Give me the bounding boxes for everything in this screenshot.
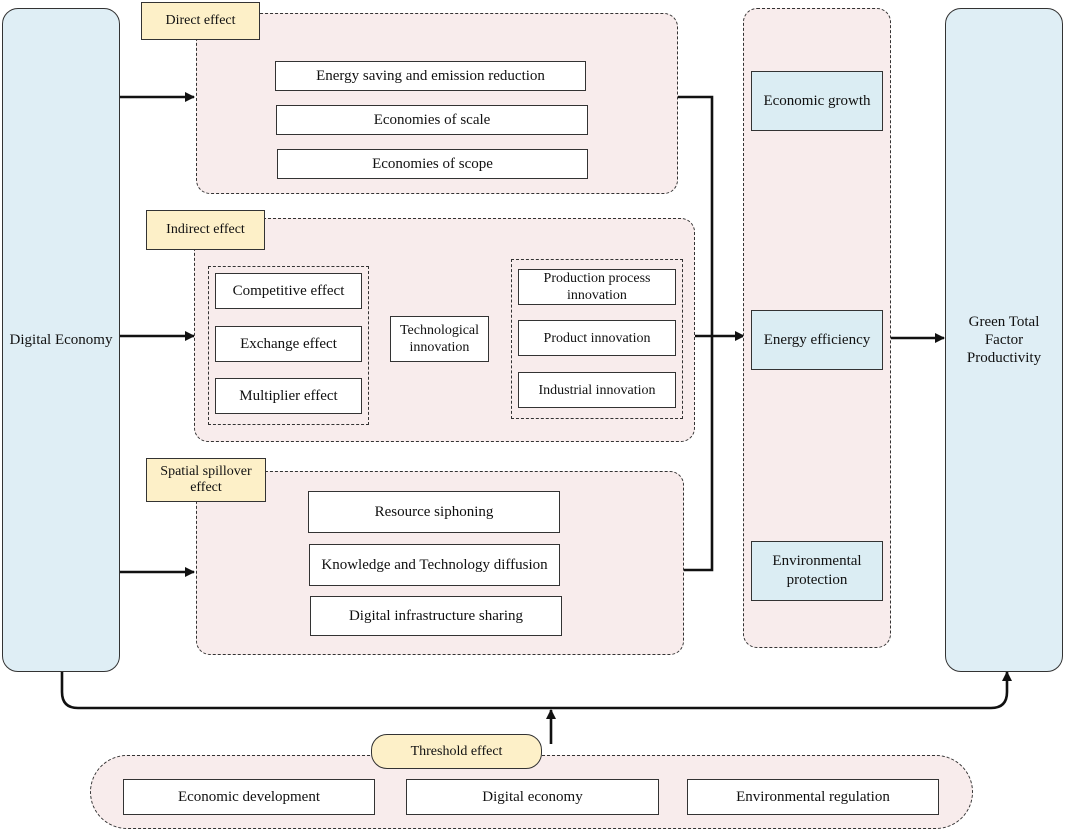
innovation-item-label: Product innovation: [543, 330, 651, 346]
outcome-box: Environmental protection: [751, 541, 883, 601]
technological-innovation-box: Technological innovation: [390, 316, 489, 362]
direct-item: Energy saving and emission reduction: [275, 61, 586, 91]
direct-effect-tag-label: Direct effect: [165, 13, 236, 28]
direct-item: Economies of scope: [277, 149, 588, 179]
indirect-effect-item: Exchange effect: [215, 326, 362, 362]
spatial-item: Resource siphoning: [308, 491, 560, 533]
spatial-item: Knowledge and Technology diffusion: [309, 544, 560, 586]
direct-item-label: Energy saving and emission reduction: [316, 67, 545, 84]
threshold-item: Economic development: [123, 779, 375, 815]
outcome-box: Energy efficiency: [751, 310, 883, 370]
spatial-item: Digital infrastructure sharing: [310, 596, 562, 636]
indirect-effect-item: Multiplier effect: [215, 378, 362, 414]
digital-economy-node: Digital Economy: [2, 8, 120, 672]
direct-item-label: Economies of scope: [372, 155, 493, 172]
threshold-effect-tag: Threshold effect: [371, 734, 542, 769]
effects-group: [208, 266, 369, 425]
threshold-item-label: Economic development: [177, 788, 321, 805]
threshold-item-label: Digital economy: [482, 788, 583, 805]
threshold-effect-tag-label: Threshold effect: [410, 743, 503, 759]
innovation-item-label: Production process innovation: [543, 271, 651, 303]
innovation-item: Production process innovation: [518, 269, 676, 305]
spatial-item-label: Knowledge and Technology diffusion: [321, 556, 548, 573]
indirect-effect-item-label: Exchange effect: [240, 335, 337, 352]
indirect-effect-item: Competitive effect: [215, 273, 362, 309]
indirect-effect-tag-label: Indirect effect: [166, 222, 245, 237]
technological-innovation-label: Technological innovation: [399, 323, 480, 355]
outcome-label: Environmental protection: [772, 553, 862, 588]
innovation-item: Product innovation: [518, 320, 676, 356]
indirect-effect-item-label: Multiplier effect: [239, 387, 338, 404]
digital-economy-label: Digital Economy: [9, 332, 113, 348]
spatial-merge-line: [684, 336, 714, 572]
gtfp-label: Green Total Factor Productivity: [966, 314, 1042, 366]
outcome-box: Economic growth: [751, 71, 883, 131]
outcome-label: Energy efficiency: [763, 331, 871, 348]
threshold-item: Environmental regulation: [687, 779, 939, 815]
innovation-item: Industrial innovation: [518, 372, 676, 408]
threshold-item-label: Environmental regulation: [736, 788, 890, 805]
innovations-group: [511, 259, 683, 419]
threshold-item: Digital economy: [406, 779, 659, 815]
spatial-item-label: Digital infrastructure sharing: [348, 607, 524, 624]
direct-merge-line: [678, 95, 714, 336]
gtfp-node: Green Total Factor Productivity: [945, 8, 1063, 672]
direct-item: Economies of scale: [276, 105, 588, 135]
indirect-effect-tag: Indirect effect: [146, 210, 265, 250]
bottom-bus-line: [60, 671, 1012, 710]
indirect-effect-item-label: Competitive effect: [232, 282, 345, 299]
direct-item-label: Economies of scale: [373, 111, 491, 128]
innovation-item-label: Industrial innovation: [538, 382, 656, 398]
spatial-item-label: Resource siphoning: [374, 503, 494, 520]
outcome-label: Economic growth: [763, 92, 871, 109]
spatial-spillover-tag-label: Spatial spillover effect: [160, 464, 252, 495]
direct-effect-tag: Direct effect: [141, 2, 260, 40]
spatial-spillover-tag: Spatial spillover effect: [146, 458, 266, 502]
